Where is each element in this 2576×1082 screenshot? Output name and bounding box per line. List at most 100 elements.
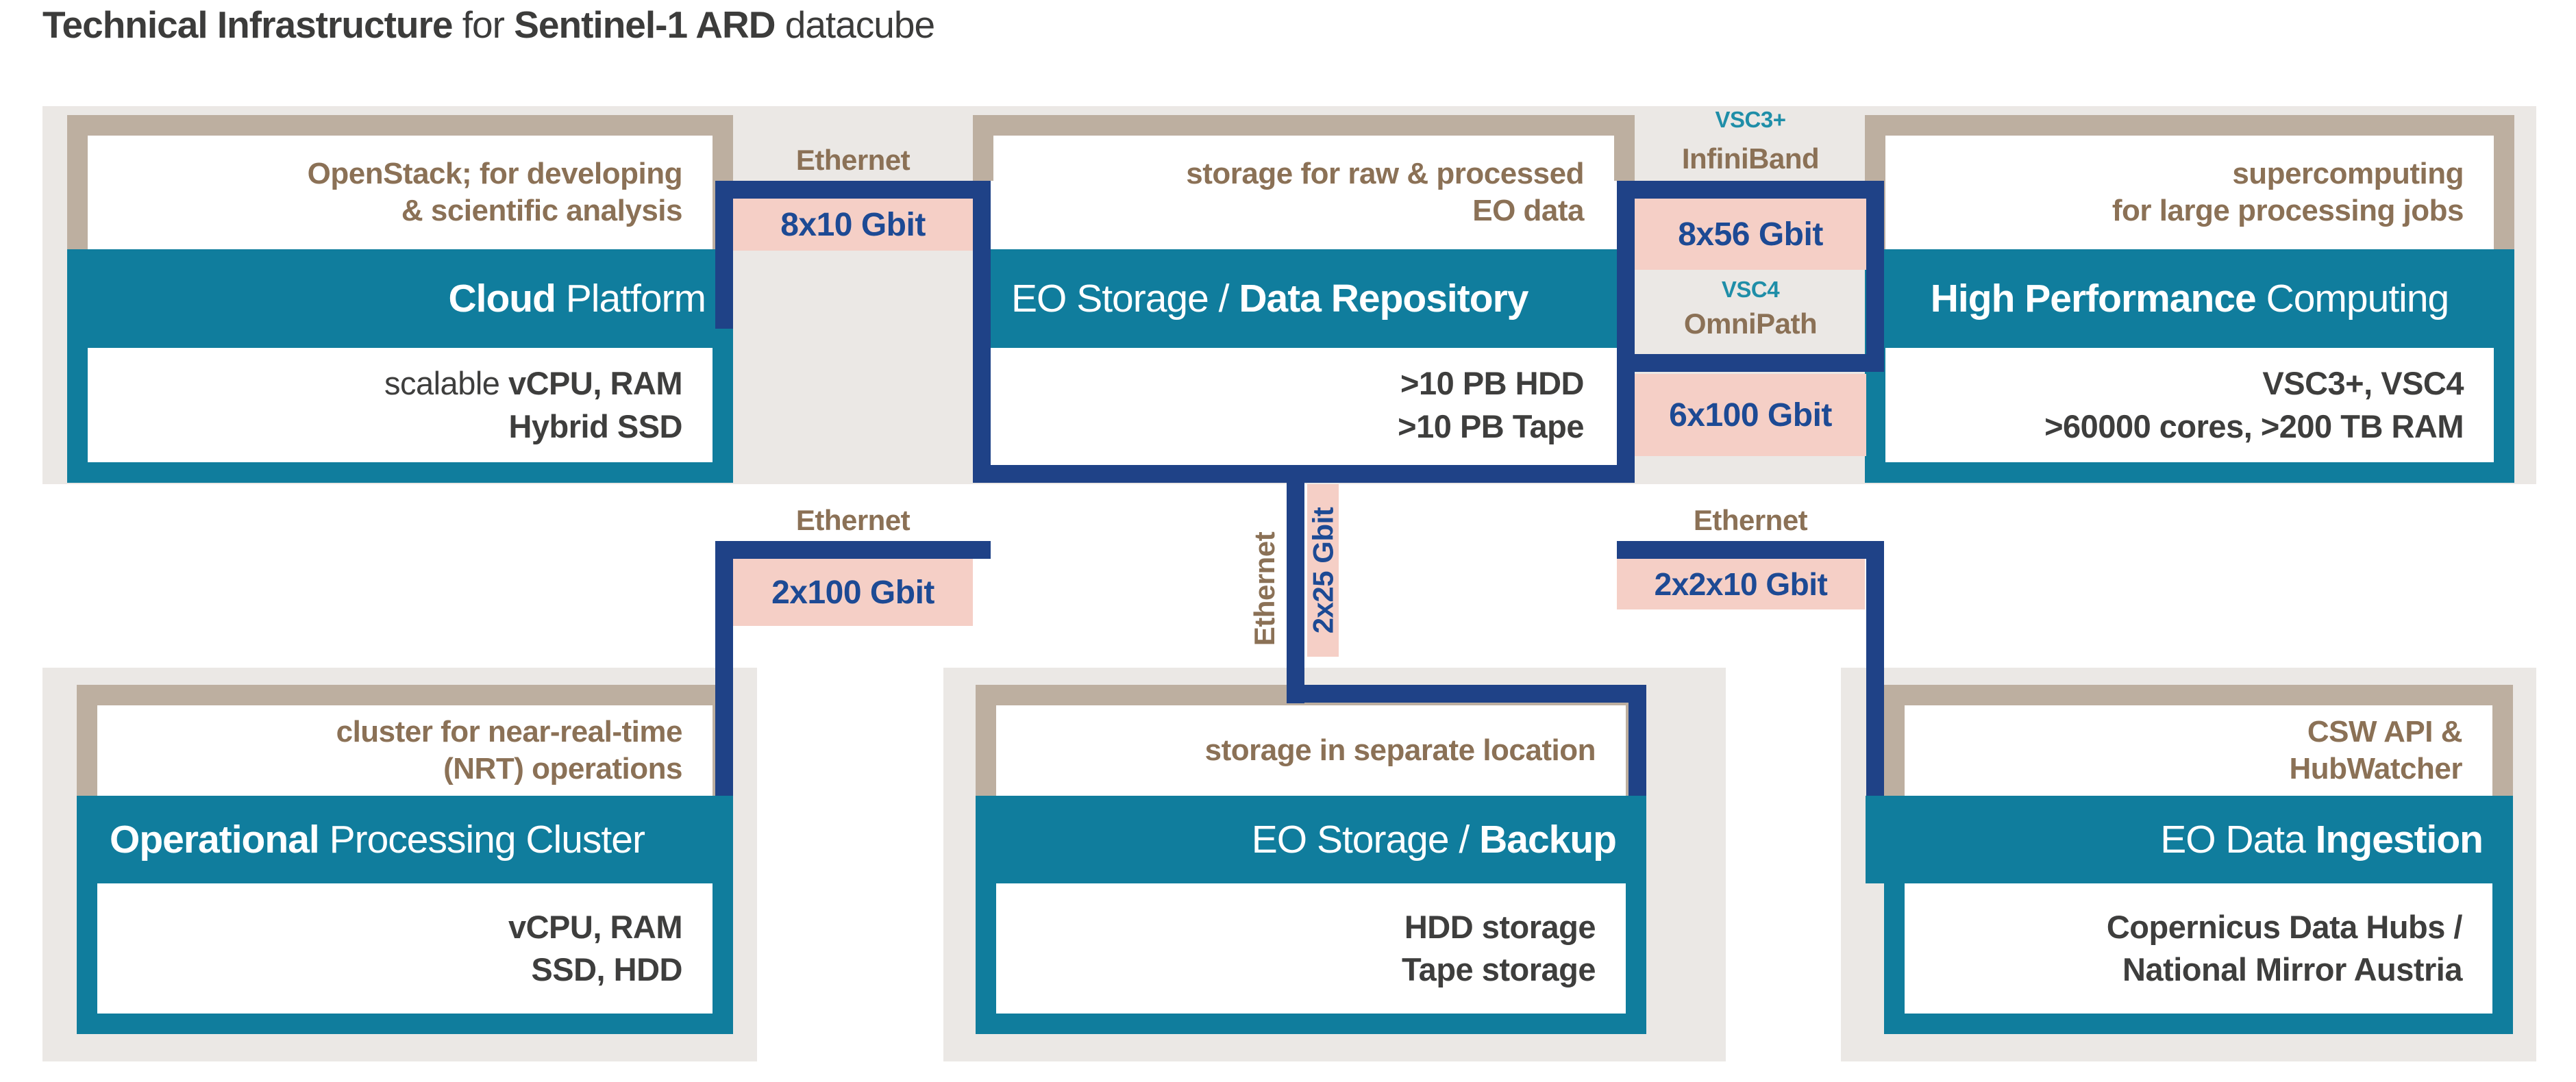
hpc-title-light: Computing [2255, 277, 2450, 320]
ingest-specs: Copernicus Data Hubs / National Mirror A… [1905, 883, 2492, 1014]
cloud-title-band: Cloud Platform [67, 249, 733, 348]
hpc-specs: VSC3+, VSC4 >60000 cores, >200 TB RAM [1885, 348, 2494, 462]
repo-frame-top [973, 115, 1635, 136]
operational-cluster-box: cluster for near-real-time (NRT) operati… [77, 685, 733, 1034]
link-repo-ingest-vertical [1866, 541, 1884, 796]
hpc-frame-right-upper [2494, 136, 2514, 249]
ethernet-label-vertical-text: Ethernet [1248, 531, 1280, 646]
ops-spec2: SSD, HDD [531, 951, 682, 987]
repo-frame-left-stub [973, 136, 993, 181]
bandwidth-value: 2x2x10 Gbit [1654, 566, 1828, 602]
link-repo-backup-vertical [1287, 465, 1304, 703]
bandwidth-omnipath: 6x100 Gbit [1635, 374, 1866, 456]
ingest-title-light: EO Data [2160, 818, 2316, 861]
bandwidth-value: 8x10 Gbit [780, 206, 926, 243]
ethernet-label-repo-ingest: Ethernet [1617, 501, 1884, 537]
eo-ingestion-box: CSW API & HubWatcher EO Data Ingestion C… [1884, 685, 2513, 1034]
cloud-title-bold: Cloud [448, 277, 556, 320]
link-omnipath-horizontal [1617, 354, 1884, 372]
omnipath-label: OmniPath [1635, 303, 1866, 345]
backup-title-light: EO Storage / [1251, 818, 1480, 861]
hpc-spec1: VSC3+, VSC4 [2262, 365, 2464, 402]
link-cloud-right-vertical [715, 181, 733, 329]
repo-title-bold: Data Repository [1239, 277, 1528, 320]
cloud-frame-bottom [67, 462, 733, 483]
vsc4-label: VSC4 [1635, 273, 1866, 303]
ops-description: cluster for near-real-time (NRT) operati… [97, 705, 713, 796]
link-repo-ingest-horizontal [1617, 541, 1884, 559]
cloud-desc-line2: & scientific analysis [401, 194, 683, 227]
ops-spec1: vCPU, RAM [508, 908, 683, 945]
ingest-frame-left-upper [1884, 705, 1905, 796]
backup-specs: HDD storage Tape storage [996, 883, 1626, 1014]
eo-backup-box: storage in separate location EO Storage … [976, 685, 1646, 1034]
ingest-frame-bottom [1884, 1014, 2513, 1034]
hpc-title-bold: High Performance [1930, 277, 2257, 320]
ops-frame-bottom [77, 1014, 733, 1034]
ingest-frame-right-upper [2492, 705, 2513, 796]
ingest-spec1: Copernicus Data Hubs / [2106, 908, 2463, 945]
bandwidth-value: 6x100 Gbit [1669, 397, 1832, 433]
backup-title-band: EO Storage / Backup [976, 796, 1646, 883]
page-title: Technical Infrastructure for Sentinel-1 … [42, 3, 935, 47]
title-part-bold-2: Sentinel-1 ARD [514, 3, 776, 46]
ingest-band-extension [1866, 796, 1884, 883]
ops-title-band: Operational Processing Cluster [77, 796, 733, 883]
cloud-spec1-light: scalable [384, 365, 508, 402]
repo-specs: >10 PB HDD >10 PB Tape [993, 348, 1614, 462]
link-repo-ops-horizontal [715, 541, 991, 559]
repo-spec2: >10 PB Tape [1398, 407, 1584, 444]
omnipath-label-text: OmniPath [1683, 307, 1818, 340]
repo-title-band: EO Storage / Data Repository [973, 249, 1635, 348]
repo-title-light: EO Storage / [1011, 277, 1239, 320]
repo-desc-line1: storage for raw & processed [1186, 157, 1584, 191]
ethernet-label-cloud-repo: Ethernet [715, 141, 991, 177]
link-hpc-left-vertical [1866, 181, 1884, 372]
backup-frame-bottom [976, 1014, 1646, 1034]
hpc-desc-line1: supercomputing [2232, 157, 2464, 191]
ingest-desc-line2: HubWatcher [2289, 752, 2463, 785]
backup-spec2: Tape storage [1401, 951, 1596, 987]
cloud-platform-box: OpenStack; for developing & scientific a… [67, 115, 733, 483]
link-infiniband-horizontal [1617, 181, 1884, 199]
repo-spec1: >10 PB HDD [1400, 365, 1584, 402]
ingest-desc-line1: CSW API & [2307, 715, 2463, 749]
ingest-frame-top [1884, 685, 2513, 705]
ethernet-label-repo-ops: Ethernet [715, 501, 991, 537]
ingest-description: CSW API & HubWatcher [1905, 705, 2492, 796]
cloud-description: OpenStack; for developing & scientific a… [88, 136, 713, 249]
infiniband-label-text: InfiniBand [1681, 142, 1820, 175]
bandwidth-value-vertical: 2x25 Gbit [1306, 507, 1339, 634]
hpc-frame-top [1865, 115, 2514, 136]
ingest-title-bold: Ingestion [2315, 818, 2484, 861]
repo-frame-right-stub [1614, 136, 1635, 181]
hpc-box: supercomputing for large processing jobs… [1865, 115, 2514, 483]
hpc-desc-line2: for large processing jobs [2111, 194, 2464, 227]
ingest-spec2: National Mirror Austria [2122, 951, 2463, 987]
hpc-frame-bottom [1865, 462, 2514, 483]
repo-description: storage for raw & processed EO data [993, 136, 1614, 249]
vsc4-label-text: VSC4 [1721, 277, 1780, 302]
hpc-description: supercomputing for large processing jobs [1885, 136, 2494, 249]
ethernet-label-text: Ethernet [795, 144, 911, 176]
bandwidth-repo-ingest: 2x2x10 Gbit [1617, 559, 1865, 609]
bandwidth-cloud-repo: 8x10 Gbit [733, 199, 973, 251]
ethernet-label-text: Ethernet [795, 504, 911, 536]
ops-frame-left-upper [77, 705, 97, 796]
bandwidth-repo-ops: 2x100 Gbit [733, 559, 973, 626]
bandwidth-value: 8x56 Gbit [1678, 216, 1823, 253]
backup-spec1: HDD storage [1404, 908, 1596, 945]
backup-frame-left-upper [976, 705, 996, 796]
vsc3-label: VSC3+ [1617, 107, 1884, 133]
repo-desc-line2: EO data [1472, 194, 1584, 227]
bandwidth-repo-backup: 2x25 Gbit [1306, 484, 1339, 657]
backup-desc-line1: storage in separate location [1204, 733, 1596, 768]
backup-description: storage in separate location [996, 705, 1626, 796]
backup-border-top [1287, 685, 1646, 703]
title-part-mid: for [452, 3, 515, 46]
eo-data-repository-box: storage for raw & processed EO data EO S… [973, 115, 1635, 483]
hpc-spec2: >60000 cores, >200 TB RAM [2044, 407, 2464, 444]
ops-title-light: Processing Cluster [319, 818, 645, 861]
ethernet-label-text: Ethernet [1693, 504, 1808, 536]
cloud-desc-line1: OpenStack; for developing [307, 157, 683, 191]
